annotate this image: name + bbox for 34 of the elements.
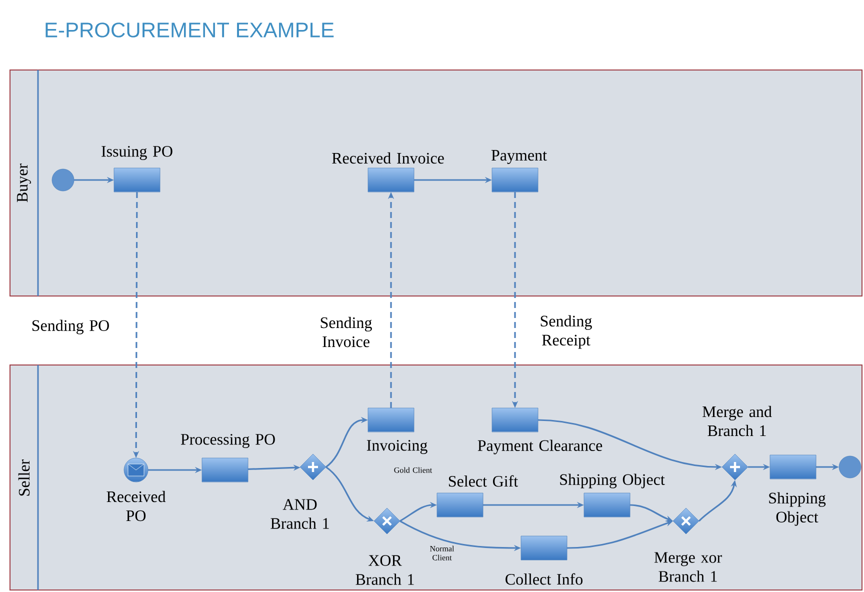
node-label: Received Invoice <box>332 152 444 164</box>
task-box: Collect Info <box>506 536 582 585</box>
event-circle <box>52 168 74 192</box>
task-box: Shipping Object <box>769 454 826 526</box>
event-circle <box>838 456 862 478</box>
node-label: Collect Info <box>506 573 582 585</box>
task-box: Received Invoice <box>332 152 444 192</box>
edge-label: Normal Client <box>430 546 454 560</box>
task-box: Payment Clearance <box>478 408 602 454</box>
edge-label: Sending Invoice <box>320 316 372 348</box>
message-event: Received PO <box>106 458 166 522</box>
task-box: Invoicing <box>366 408 428 454</box>
task-box: Select Gift <box>436 475 518 518</box>
task-box: Payment <box>491 150 547 192</box>
node-label: Shipping Object <box>769 492 826 526</box>
node-label: Issuing PO <box>102 146 172 160</box>
node-label: XOR Branch 1 <box>356 555 414 585</box>
node-label: Payment Clearance <box>478 440 602 454</box>
task-box: Shipping Object <box>560 474 665 518</box>
node-label: Merge and Branch 1 <box>702 406 772 436</box>
edge-label: Sending PO <box>32 320 109 334</box>
node-label: Merge xor Branch 1 <box>654 552 722 582</box>
node-label: AND Branch 1 <box>270 499 329 529</box>
edge-label: Gold Client <box>394 467 432 473</box>
node-label: Shipping Object <box>560 474 665 488</box>
title: E-PROCUREMENT EXAMPLE <box>46 22 334 38</box>
task-box: Processing PO <box>180 434 275 482</box>
node-label: Select Gift <box>448 475 518 487</box>
node-label: Processing PO <box>180 434 275 448</box>
edge-label: Sending Receipt <box>540 315 592 349</box>
node-label: Invoicing <box>366 440 428 454</box>
task-box: Issuing PO <box>102 146 172 192</box>
node-label: Payment <box>491 150 547 164</box>
node-label: Received PO <box>106 490 166 522</box>
